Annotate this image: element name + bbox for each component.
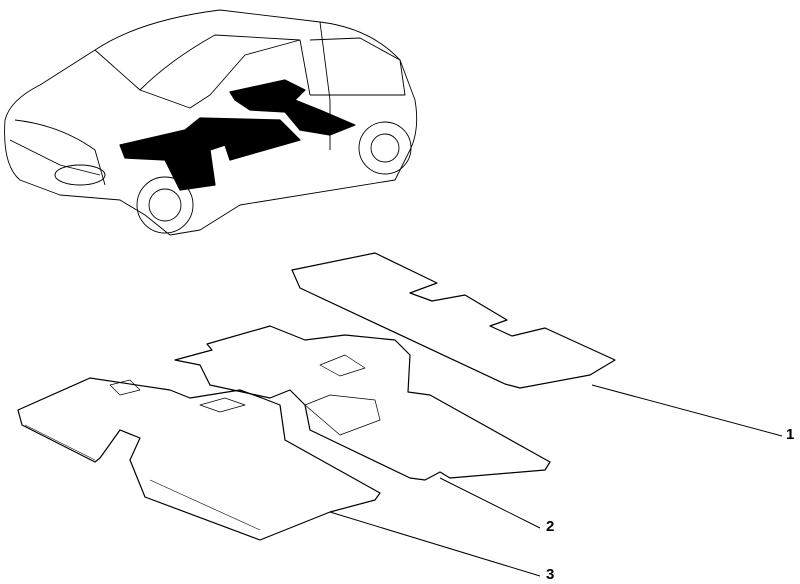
- leader-line-1: [591, 384, 783, 437]
- front-mat-part-3[interactable]: [17, 377, 381, 541]
- callout-3: 3: [546, 566, 555, 583]
- leader-line-3: [329, 511, 541, 577]
- car-floor-mats: [119, 79, 356, 191]
- center-mat-part-2[interactable]: [174, 325, 551, 481]
- callout-1: 1: [786, 426, 795, 443]
- rear-mat-part-1[interactable]: [291, 252, 616, 389]
- callout-2: 2: [546, 518, 555, 535]
- leader-line-2: [439, 477, 541, 529]
- front-wheel: [136, 176, 194, 234]
- rear-wheel: [358, 121, 412, 175]
